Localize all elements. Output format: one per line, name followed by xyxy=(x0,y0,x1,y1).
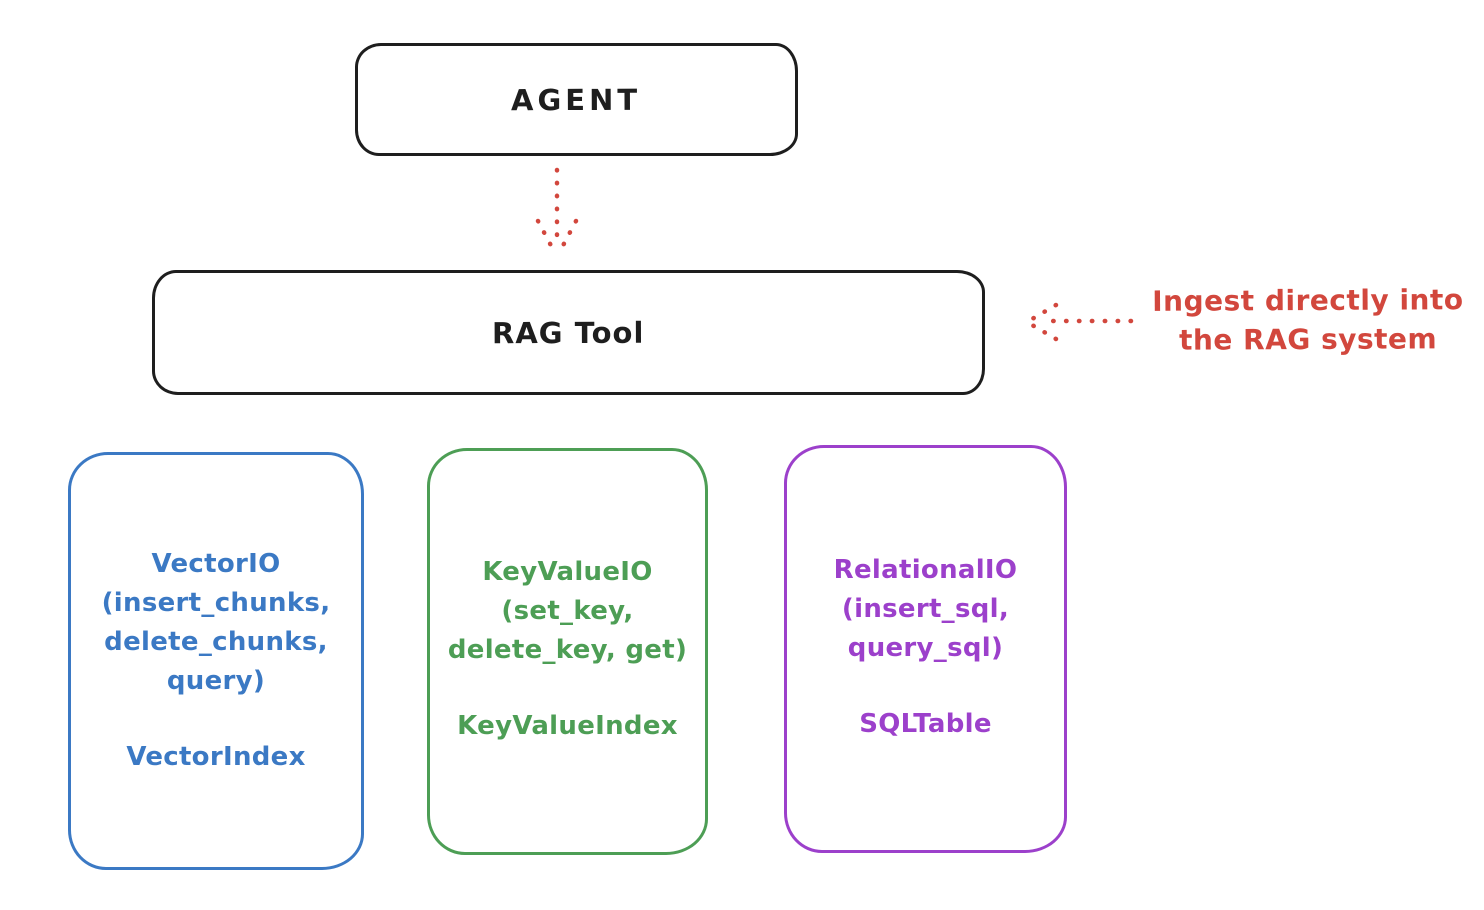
agent-to-rag-arrow-icon xyxy=(535,167,579,258)
keyvalue-io-node: KeyValueIO (set_key, delete_key, get) Ke… xyxy=(427,448,708,855)
agent-node-label: AGENT xyxy=(511,82,642,117)
ingest-annotation-line2: the RAG system xyxy=(1178,322,1438,357)
rag-tool-node: RAG Tool xyxy=(152,270,985,395)
relational-io-node: RelationalIO (insert_sql, query_sql) SQL… xyxy=(784,445,1067,853)
vector-io-line: query) xyxy=(166,666,266,696)
relational-io-line: (insert_sql, xyxy=(841,594,1010,624)
ingest-annotation-line1: Ingest directly into xyxy=(1152,283,1464,318)
relational-io-line: query_sql) xyxy=(847,633,1004,663)
keyvalue-index-label: KeyValueIndex xyxy=(457,711,678,741)
ingest-annotation: Ingest directly into the RAG system xyxy=(1138,280,1478,360)
vector-io-line: VectorIO xyxy=(151,549,281,579)
keyvalue-io-line: (set_key, xyxy=(501,596,634,626)
ingest-annotation-arrow-icon xyxy=(1024,302,1134,342)
vector-index-label: VectorIndex xyxy=(126,742,306,772)
sql-table-label: SQLTable xyxy=(859,709,992,739)
relational-io-line: RelationalIO xyxy=(833,555,1018,585)
vector-io-line: delete_chunks, xyxy=(104,627,328,657)
vector-io-line: (insert_chunks, xyxy=(101,588,331,618)
keyvalue-io-line: delete_key, get) xyxy=(447,635,688,665)
agent-node: AGENT xyxy=(355,43,798,156)
keyvalue-io-line: KeyValueIO xyxy=(482,557,653,587)
vector-io-node: VectorIO (insert_chunks, delete_chunks, … xyxy=(68,452,364,870)
rag-tool-node-label: RAG Tool xyxy=(492,315,645,350)
